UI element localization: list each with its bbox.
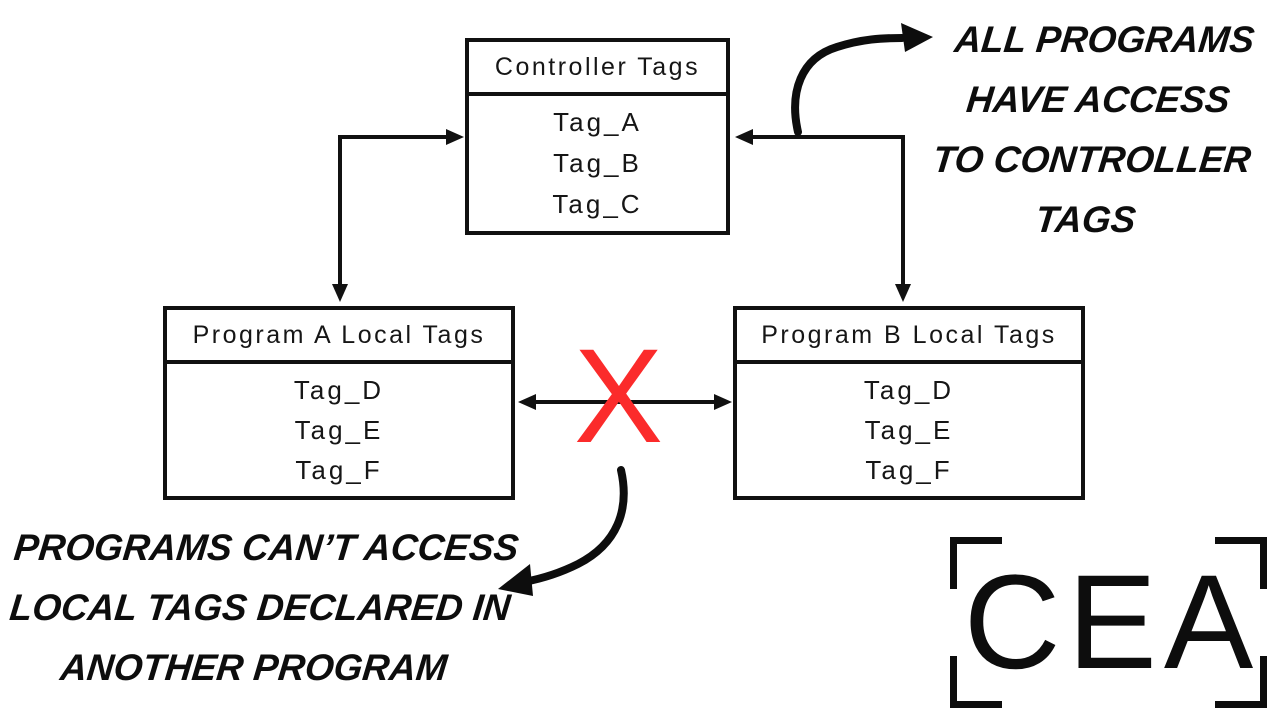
note-line: PROGRAMS CAN’T ACCESS: [12, 527, 521, 568]
program-a-local-tags-box: Program A Local Tags Tag_D Tag_E Tag_F: [163, 306, 515, 500]
arrow-controller-to-program-a: [332, 129, 464, 302]
arrow-controller-to-program-b: [735, 129, 911, 302]
program-b-local-tags-box: Program B Local Tags Tag_D Tag_E Tag_F: [733, 306, 1085, 500]
controller-tags-title: Controller Tags: [469, 42, 726, 96]
tag-item: Tag_A: [553, 107, 642, 137]
controller-tags-box: Controller Tags Tag_A Tag_B Tag_C: [465, 38, 730, 235]
logo-text: CEA: [963, 548, 1261, 697]
program-a-title: Program A Local Tags: [167, 310, 511, 364]
note-all-programs-access: ALL PROGRAMS HAVE ACCESS TO CONTROLLER T…: [917, 10, 1272, 250]
note-line: ANOTHER PROGRAM: [58, 647, 450, 688]
note-line: ALL PROGRAMS: [952, 19, 1257, 60]
note-programs-cant-access: PROGRAMS CAN’T ACCESS LOCAL TAGS DECLARE…: [0, 518, 529, 698]
cea-logo: CEA: [950, 537, 1267, 708]
curved-arrow-to-top-note: [791, 23, 933, 136]
tag-item: Tag_F: [295, 454, 383, 485]
tag-item: Tag_E: [864, 414, 954, 445]
tag-item: Tag_C: [552, 189, 643, 219]
note-line: TAGS: [1033, 199, 1138, 240]
curved-arrow-to-bottom-note: [498, 466, 628, 596]
logo-bracket-bottom-right-icon: [1215, 656, 1267, 708]
note-line: HAVE ACCESS: [964, 79, 1232, 120]
tag-item: Tag_D: [863, 374, 955, 405]
tag-item: Tag_E: [294, 414, 384, 445]
program-b-title: Program B Local Tags: [737, 310, 1081, 364]
controller-tags-body: Tag_A Tag_B Tag_C: [469, 96, 726, 231]
tag-item: Tag_B: [553, 148, 642, 178]
arrow-program-a-to-program-b: [518, 394, 732, 410]
program-b-body: Tag_D Tag_E Tag_F: [737, 364, 1081, 496]
note-line: TO CONTROLLER: [930, 139, 1254, 180]
logo-bracket-bottom-left-icon: [950, 656, 1002, 708]
note-line: LOCAL TAGS DECLARED IN: [7, 587, 513, 628]
program-a-body: Tag_D Tag_E Tag_F: [167, 364, 511, 496]
logo-bracket-top-right-icon: [1215, 537, 1267, 589]
tag-item: Tag_D: [293, 374, 385, 405]
blocked-x-icon: X: [573, 322, 664, 471]
tag-item: Tag_F: [865, 454, 953, 485]
logo-bracket-top-left-icon: [950, 537, 1002, 589]
